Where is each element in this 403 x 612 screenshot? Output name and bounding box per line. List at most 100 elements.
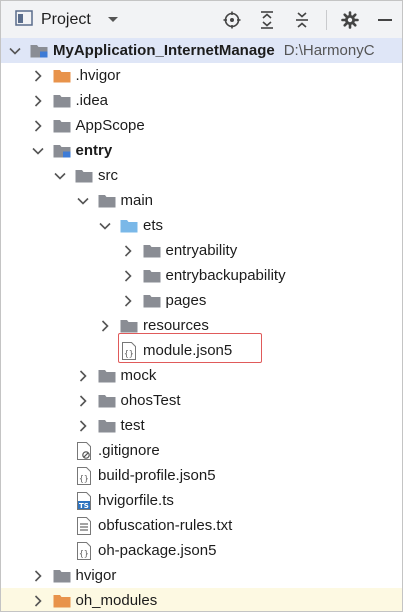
view-selector[interactable]: Project (15, 9, 119, 31)
tree-item-entryability[interactable]: entryability (1, 238, 402, 263)
chevron-right-icon[interactable] (121, 269, 135, 283)
tree-item-label: entry (75, 142, 113, 159)
chevron-down-icon[interactable] (76, 194, 90, 208)
tree-item-label: oh_modules (75, 592, 158, 609)
svg-text:{}: {} (79, 474, 89, 483)
tree-item-hvigor[interactable]: .hvigor (1, 63, 402, 88)
folder-icon (98, 418, 116, 434)
folder-orange-icon (53, 68, 71, 84)
tree-item-label: main (120, 192, 154, 209)
tree-item-hvigorfile-ts[interactable]: TS hvigorfile.ts (1, 488, 402, 513)
highlight-box (118, 333, 262, 363)
tree-item-label: hvigor (75, 567, 117, 584)
tree-item-main[interactable]: main (1, 188, 402, 213)
tree-item-pages[interactable]: pages (1, 288, 402, 313)
tree-item-ohostest[interactable]: ohosTest (1, 388, 402, 413)
tree-item-obfuscation-rules-txt[interactable]: obfuscation-rules.txt (1, 513, 402, 538)
gitignore-file-icon (75, 441, 93, 460)
json-file-icon: {} (120, 341, 138, 360)
folder-icon (143, 293, 161, 309)
folder-icon (98, 368, 116, 384)
tree-item-label: ets (143, 217, 164, 234)
folder-icon (143, 268, 161, 284)
chevron-down-icon[interactable] (107, 11, 119, 29)
project-path: D:\HarmonyC (283, 42, 375, 59)
view-title: Project (41, 11, 91, 28)
tree-item-label: MyApplication_InternetManage (53, 42, 275, 59)
json-file-icon: {} (75, 466, 93, 485)
tree-item-label: pages (165, 292, 207, 309)
tree-item-label: .gitignore (98, 442, 160, 459)
folder-icon (120, 318, 138, 334)
chevron-right-icon[interactable] (31, 94, 45, 108)
text-file-icon (75, 516, 93, 535)
folder-icon (98, 393, 116, 409)
chevron-down-icon[interactable] (53, 169, 67, 183)
tree-item-label: entryability (165, 242, 238, 259)
chevron-right-icon[interactable] (76, 419, 90, 433)
tree-item-label: entrybackupability (165, 267, 286, 284)
svg-text:{}: {} (79, 549, 89, 558)
tree-item-idea[interactable]: .idea (1, 88, 402, 113)
chevron-down-icon[interactable] (31, 144, 45, 158)
tree-item-label: ohosTest (120, 392, 181, 409)
tree-item-gitignore[interactable]: .gitignore (1, 438, 402, 463)
tree-item-label: AppScope (75, 117, 145, 134)
chevron-down-icon[interactable] (8, 44, 22, 58)
tree-item-module-json5[interactable]: {}module.json5 (1, 338, 402, 363)
folder-orange-icon (53, 593, 71, 609)
tree-item-src[interactable]: src (1, 163, 402, 188)
tree-item-resources[interactable]: resources (1, 313, 402, 338)
folder-icon (53, 568, 71, 584)
collapse-all-icon[interactable] (291, 9, 313, 31)
chevron-down-icon[interactable] (98, 219, 112, 233)
folder-blue-icon (120, 218, 138, 234)
settings-icon[interactable] (339, 9, 361, 31)
locate-icon[interactable] (221, 9, 243, 31)
project-header: Project (1, 1, 402, 39)
tree-item-label: obfuscation-rules.txt (98, 517, 233, 534)
tree-item-ets[interactable]: ets (1, 213, 402, 238)
ts-file-icon: TS (75, 491, 93, 510)
tree-item-label: build-profile.json5 (98, 467, 216, 484)
chevron-right-icon[interactable] (31, 569, 45, 583)
tree-item-label: src (98, 167, 118, 184)
tree-item-entrybackupability[interactable]: entrybackupability (1, 263, 402, 288)
chevron-right-icon[interactable] (121, 244, 135, 258)
tree-item-label: mock (120, 367, 157, 384)
folder-icon (75, 168, 93, 184)
svg-text:TS: TS (79, 501, 89, 509)
chevron-right-icon[interactable] (31, 594, 45, 608)
toolbar-separator (326, 10, 327, 30)
project-view-icon (15, 9, 33, 31)
tree-item-test[interactable]: test (1, 413, 402, 438)
tree-item-oh-package-json5[interactable]: {} oh-package.json5 (1, 538, 402, 563)
chevron-right-icon[interactable] (31, 69, 45, 83)
tree-item-myapplication-internetmanage[interactable]: MyApplication_InternetManage D:\HarmonyC (1, 38, 402, 63)
tree-item-build-profile-json5[interactable]: {} build-profile.json5 (1, 463, 402, 488)
tree-item-label: hvigorfile.ts (98, 492, 174, 509)
folder-icon (53, 118, 71, 134)
tree-item-oh-modules[interactable]: oh_modules (1, 588, 402, 611)
tree-item-label: oh-package.json5 (98, 542, 217, 559)
tree-item-appscope[interactable]: AppScope (1, 113, 402, 138)
tree-item-label: .hvigor (75, 67, 121, 84)
chevron-right-icon[interactable] (121, 294, 135, 308)
folder-icon (98, 193, 116, 209)
chevron-right-icon[interactable] (31, 119, 45, 133)
module-folder-icon (53, 143, 71, 159)
chevron-right-icon[interactable] (76, 394, 90, 408)
json-file-icon: {} (75, 541, 93, 560)
tree-item-mock[interactable]: mock (1, 363, 402, 388)
tree-item-label: resources (143, 317, 209, 334)
tree-item-label: test (120, 417, 145, 434)
expand-all-icon[interactable] (256, 9, 278, 31)
folder-icon (143, 243, 161, 259)
chevron-right-icon[interactable] (98, 319, 112, 333)
tree-item-entry[interactable]: entry (1, 138, 402, 163)
tree-item-hvigor[interactable]: hvigor (1, 563, 402, 588)
module-folder-icon (30, 43, 48, 59)
hide-icon[interactable] (374, 9, 396, 31)
chevron-right-icon[interactable] (76, 369, 90, 383)
